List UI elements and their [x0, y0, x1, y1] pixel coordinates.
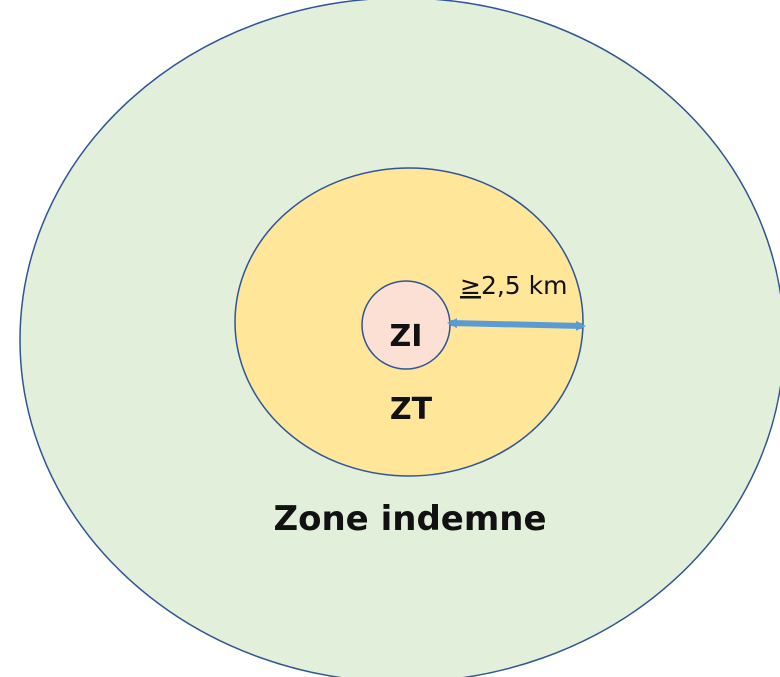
distance-label: ≥2,5 km	[460, 271, 568, 300]
inner-zone-label: ZI	[390, 319, 423, 354]
distance-symbol: ≥	[460, 271, 481, 300]
distance-value: 2,5 km	[481, 271, 568, 300]
middle-zone-label: ZT	[390, 392, 433, 427]
distance-arrow	[447, 318, 586, 331]
outer-zone-label: Zone indemne	[273, 499, 546, 539]
